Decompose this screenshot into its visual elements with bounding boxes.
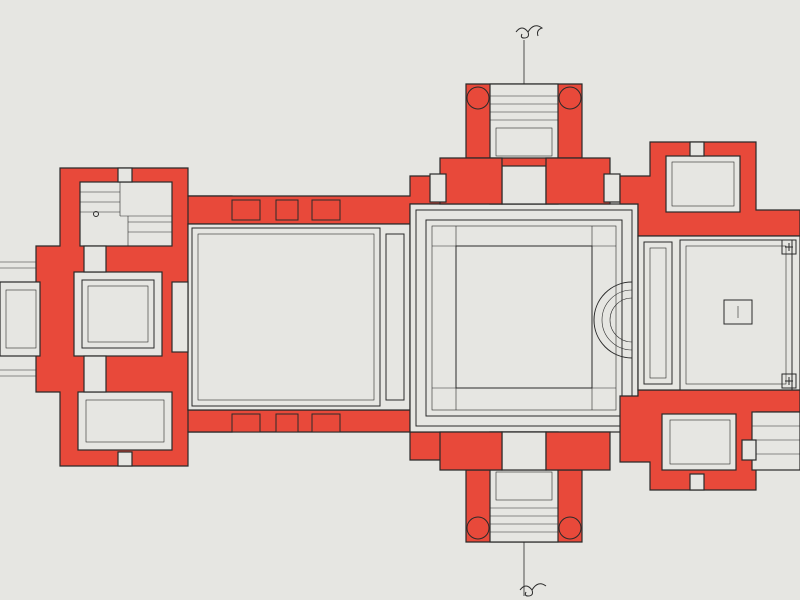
south-portico bbox=[439, 431, 611, 543]
stair-treads bbox=[80, 182, 172, 246]
north-axis-ornament-icon bbox=[515, 25, 544, 39]
west-vestibule bbox=[73, 271, 163, 357]
central-crossing bbox=[409, 203, 639, 433]
stair-newel-icon bbox=[93, 211, 99, 217]
north-portico bbox=[429, 83, 621, 205]
portico-column-sw bbox=[466, 516, 490, 540]
altar-icon bbox=[723, 299, 753, 325]
nave-floor bbox=[187, 223, 411, 411]
apse-semicircle bbox=[593, 281, 633, 359]
west-pavilion bbox=[0, 167, 233, 467]
corner-cross-icons bbox=[781, 239, 797, 389]
west-porch bbox=[0, 281, 41, 357]
portico-column-ne bbox=[558, 86, 582, 110]
nave-south-columns bbox=[231, 413, 341, 433]
nave-hall bbox=[171, 175, 503, 461]
south-axis-ornament-icon bbox=[519, 583, 547, 597]
portico-column-se bbox=[558, 516, 582, 540]
stair-hall bbox=[79, 181, 173, 247]
nave-north-columns bbox=[231, 199, 341, 221]
crossing-outer bbox=[409, 203, 639, 433]
choir bbox=[637, 235, 800, 391]
portico-column-nw bbox=[466, 86, 490, 110]
east-wing bbox=[619, 141, 800, 491]
west-lower-room bbox=[77, 391, 173, 451]
east-south-chamber bbox=[661, 413, 737, 471]
east-north-chamber bbox=[665, 155, 741, 213]
nave-aisle-strip bbox=[385, 233, 405, 401]
